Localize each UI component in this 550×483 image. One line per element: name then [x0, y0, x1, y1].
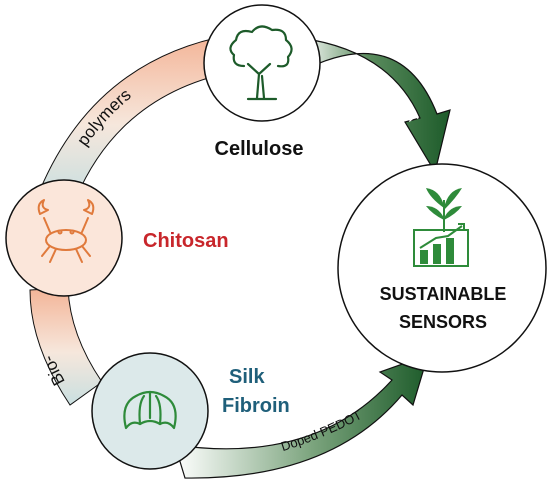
- cellulose-label: Cellulose: [215, 138, 304, 160]
- doped-pedot-arrow-bottom: [174, 354, 429, 479]
- growth-chart-plant-icon: [413, 188, 469, 267]
- biopolymers-band-bottom: [29, 287, 103, 406]
- doped-pedot-arrow-top: [299, 37, 451, 174]
- cellulose-node: [203, 4, 321, 122]
- sensors-title-line2: SENSORS: [399, 312, 487, 332]
- crab-icon: [37, 199, 95, 263]
- silk-fibroin-node: [91, 352, 209, 470]
- chitosan-label: Chitosan: [143, 230, 229, 252]
- croissant-icon: [123, 390, 177, 430]
- sensors-title-line1: SUSTAINABLE: [380, 284, 507, 304]
- tree-icon: [229, 25, 293, 101]
- biopolymers-band-top: [39, 34, 233, 199]
- sensors-node: SUSTAINABLE SENSORS: [337, 163, 547, 373]
- silk-label-line1: Silk: [229, 366, 265, 388]
- chitosan-node: [5, 179, 123, 297]
- silk-label-line2: Fibroin: [222, 395, 290, 417]
